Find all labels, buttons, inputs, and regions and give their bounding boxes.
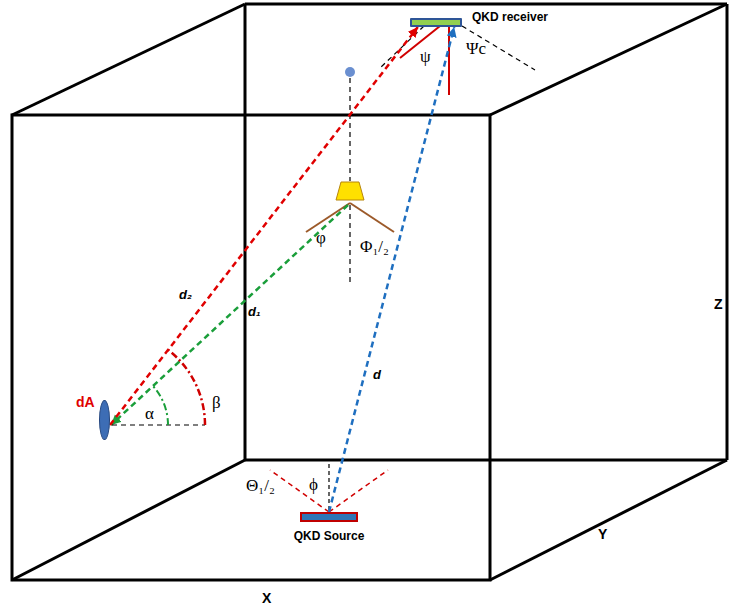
ray-connector bbox=[329, 27, 454, 512]
axis-label: Z bbox=[714, 297, 723, 312]
room-cube bbox=[12, 4, 727, 580]
angle-label: α bbox=[145, 405, 154, 424]
lamp bbox=[306, 67, 394, 285]
angle-label: ϕ bbox=[309, 476, 318, 495]
angle-label: ψ bbox=[420, 48, 431, 67]
angle-label: Φ₁/₂ bbox=[360, 238, 389, 257]
node-label: dA bbox=[76, 395, 95, 410]
distance-label: d bbox=[372, 368, 382, 382]
d1-ray bbox=[111, 205, 348, 425]
ray-connector bbox=[110, 27, 418, 425]
distance-label: d₂ bbox=[178, 288, 193, 302]
surface-element: dA bbox=[99, 400, 110, 440]
node-label: QKD receiver bbox=[472, 11, 548, 24]
qkd-source: QKD Source bbox=[300, 512, 358, 522]
angle-label: φ bbox=[316, 229, 326, 248]
receiver-detector: QKD receiver bbox=[410, 18, 462, 27]
angle-label: Θ₁/₂ bbox=[246, 477, 275, 496]
angle-label: β bbox=[212, 394, 221, 413]
node-label: QKD Source bbox=[294, 530, 365, 543]
source-fov bbox=[270, 460, 388, 512]
angle-label: Ψc bbox=[466, 40, 486, 59]
distance-label: d₁ bbox=[247, 305, 262, 319]
axis-label: X bbox=[262, 591, 271, 606]
receiver-fov bbox=[380, 26, 535, 95]
axis-label: Y bbox=[598, 527, 607, 542]
